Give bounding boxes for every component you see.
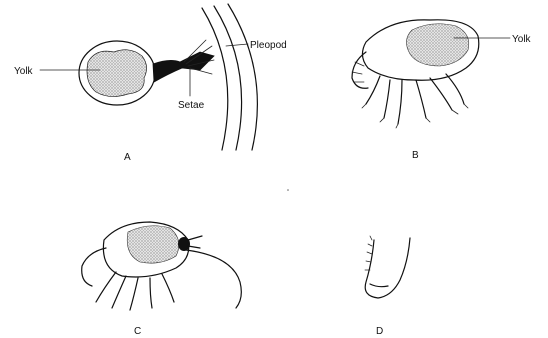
panel-label-b: B: [412, 150, 419, 161]
larva-c-antenna: [186, 250, 241, 308]
larva-b-yolk: [406, 24, 468, 66]
larva-b-leg-tips: [362, 104, 468, 128]
larva-c-spines: [188, 236, 202, 248]
larva-c-eye: [178, 237, 190, 251]
larva-b-tail-segments: [352, 62, 364, 82]
appendage-d-outline: [365, 238, 410, 298]
stray-dot: [287, 189, 289, 191]
larva-c-legs: [96, 272, 174, 310]
label-a-setae: Setae: [178, 100, 205, 111]
larva-b-tail: [352, 52, 368, 88]
leader-a-pleopod: [226, 44, 248, 46]
larva-b-legs: [366, 74, 464, 124]
pleopod-outline-inner: [202, 8, 228, 150]
panel-b: Yolk B: [352, 20, 532, 161]
label-b-yolk: Yolk: [512, 34, 532, 45]
appendage-d-tip: [370, 284, 388, 287]
larva-c-tail: [82, 248, 106, 286]
label-a-pleopod: Pleopod: [250, 40, 287, 51]
panel-c: C: [82, 222, 242, 337]
pleopod-outline-outer: [214, 6, 242, 150]
panel-label-c: C: [134, 326, 141, 337]
larva-c-yolk: [127, 226, 179, 263]
pleopod-outer-edge: [228, 4, 257, 150]
label-a-yolk: Yolk: [14, 66, 34, 77]
egg-yolk: [87, 50, 147, 97]
egg-stalk: [153, 52, 214, 82]
appendage-d-setae: [365, 236, 372, 270]
panel-a: Yolk Pleopod Setae A: [14, 4, 287, 163]
panel-label-a: A: [124, 152, 131, 163]
panel-label-d: D: [376, 326, 383, 337]
panel-d: D: [365, 236, 410, 337]
